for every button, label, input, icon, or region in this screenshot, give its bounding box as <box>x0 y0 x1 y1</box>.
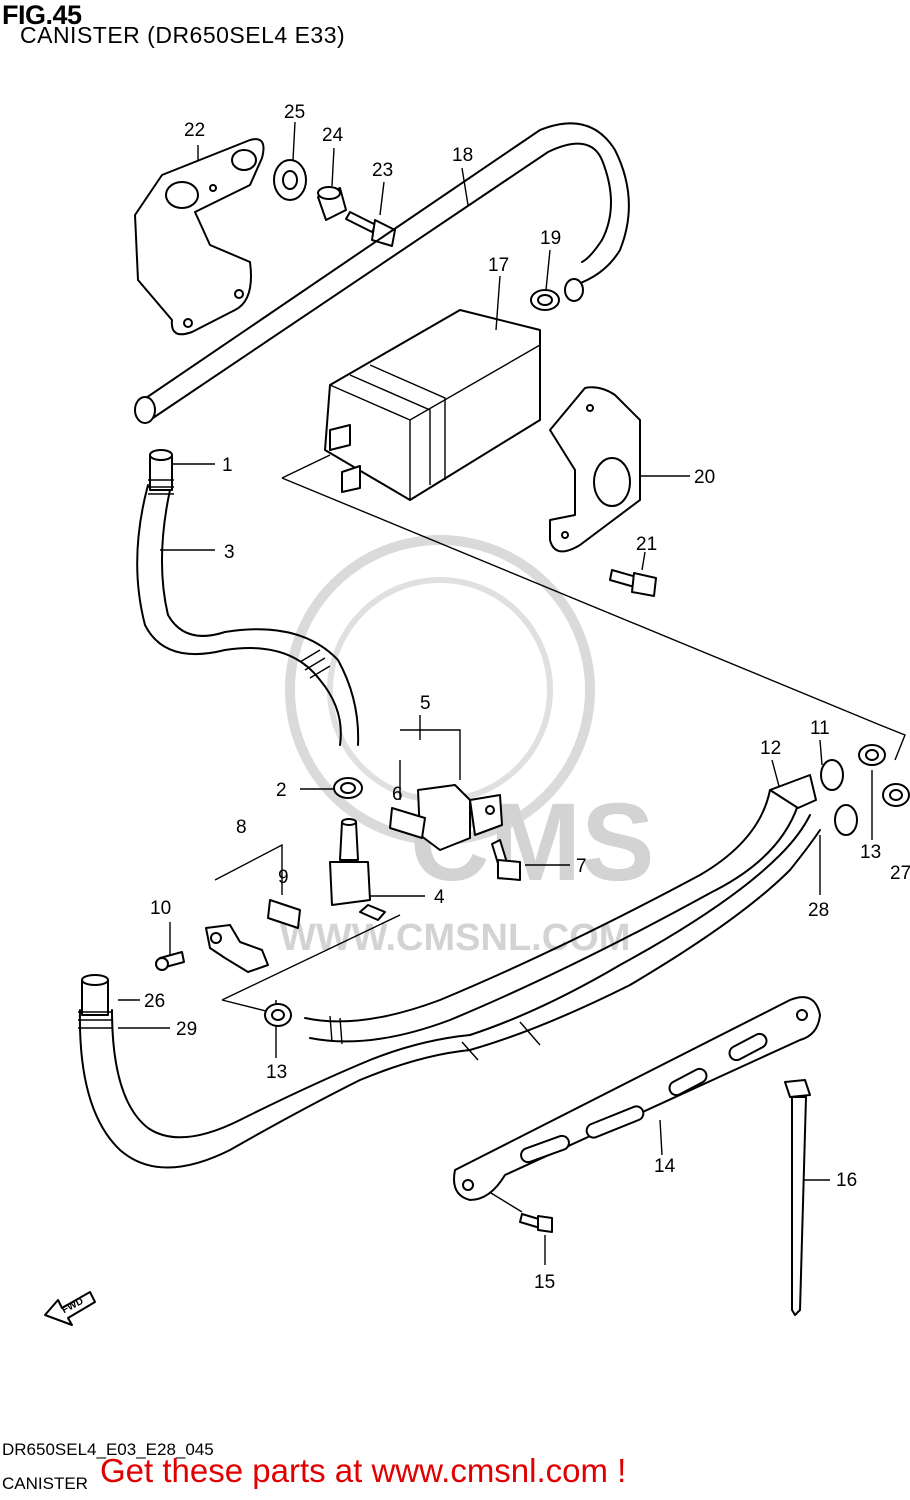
callout-28: 28 <box>808 900 829 921</box>
callout-20: 20 <box>694 467 715 488</box>
diagram-name: CANISTER <box>2 1474 88 1493</box>
callout-14: 14 <box>654 1156 676 1177</box>
part-27-clip <box>882 783 910 807</box>
fwd-arrow-icon: FWD <box>44 1291 96 1326</box>
callout-5: 5 <box>420 693 431 714</box>
callout-10: 10 <box>150 898 171 919</box>
part-7-bolt <box>491 839 521 881</box>
part-22-bracket <box>134 138 265 336</box>
part-12-hose <box>304 759 844 1045</box>
callout-11: 11 <box>810 718 830 739</box>
part-5-bracket <box>417 784 503 851</box>
part-15-screw <box>519 1213 553 1233</box>
callout-27: 27 <box>890 863 910 884</box>
assembly-outline <box>214 454 906 1013</box>
part-20-bracket <box>549 386 641 553</box>
callout-2: 2 <box>276 780 287 801</box>
callout-29: 29 <box>176 1019 197 1040</box>
part-10-screw <box>155 951 185 971</box>
callout-labels: 1 2 3 4 5 6 7 8 9 10 11 12 13 13 14 15 1… <box>144 102 910 1293</box>
callout-15: 15 <box>534 1272 555 1293</box>
part-25-grommet <box>273 159 307 201</box>
callout-9: 9 <box>278 867 289 888</box>
callout-4: 4 <box>434 887 445 908</box>
part-6-pad <box>389 807 426 839</box>
callout-1: 1 <box>222 455 233 476</box>
callout-22: 22 <box>184 120 205 141</box>
callout-8: 8 <box>236 817 247 838</box>
part-18-hose <box>134 122 630 424</box>
callout-21: 21 <box>636 534 657 555</box>
part-14-bracket <box>453 996 821 1201</box>
leader-lines <box>118 121 873 1265</box>
part-28-hose <box>461 804 858 1061</box>
figure-number: FIG.45 <box>2 0 82 30</box>
callout-16: 16 <box>836 1170 857 1191</box>
part-8-clamp <box>205 924 269 973</box>
part-24-collar <box>317 186 347 221</box>
part-3-hose <box>136 449 360 746</box>
callout-18: 18 <box>452 145 473 166</box>
part-13-clip-upper <box>858 744 886 766</box>
watermark-url: WWW.CMSNL.COM <box>280 917 630 959</box>
callout-13-upper: 13 <box>860 842 881 863</box>
part-4-valve <box>329 818 386 921</box>
callout-24: 24 <box>322 125 344 146</box>
callout-25: 25 <box>284 102 305 123</box>
diagram-code: DR650SEL4_E03_E28_045 <box>2 1440 214 1459</box>
callout-26: 26 <box>144 991 165 1012</box>
callout-19: 19 <box>540 228 561 249</box>
part-16-cable-tie <box>784 1079 811 1316</box>
part-29-hose <box>78 974 471 1169</box>
callout-23: 23 <box>372 160 393 181</box>
callout-7: 7 <box>576 856 587 877</box>
callout-3: 3 <box>224 542 235 563</box>
part-17-canister <box>324 309 541 501</box>
part-13-clip-lower <box>264 1003 292 1027</box>
part-21-bolt <box>609 569 657 597</box>
part-9-pad <box>267 899 301 929</box>
callout-13-lower: 13 <box>266 1062 287 1083</box>
part-19-clip <box>530 289 560 311</box>
figure-subtitle: CANISTER (DR650SEL4 E33) <box>20 22 346 48</box>
part-23-bolt <box>345 211 396 247</box>
promo-link[interactable]: Get these parts at www.cmsnl.com ! <box>100 1452 627 1489</box>
part-2-clip <box>333 777 363 799</box>
callout-17: 17 <box>488 255 509 276</box>
callout-12: 12 <box>760 738 781 759</box>
callout-6: 6 <box>392 784 403 805</box>
